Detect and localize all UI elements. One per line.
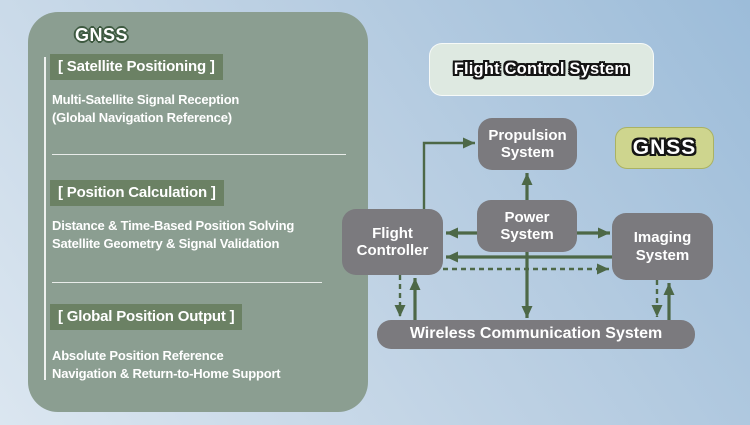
flight-control-system-title: Flight Control System xyxy=(429,43,654,96)
panel-left-rule xyxy=(44,57,46,380)
body-line: Multi-Satellite Signal Reception xyxy=(52,92,240,107)
gnss-info-panel: GNSS [ Satellite Positioning ] Multi-Sat… xyxy=(28,12,368,412)
gnss-badge-label: GNSS xyxy=(632,136,697,159)
node-flight-controller: Flight Controller xyxy=(342,209,443,275)
section-heading-position-calculation: [ Position Calculation ] xyxy=(50,180,224,206)
section-divider xyxy=(52,154,346,155)
node-power-system: Power System xyxy=(477,200,577,252)
panel-title: GNSS xyxy=(75,25,129,45)
body-line: (Global Navigation Reference) xyxy=(52,110,232,125)
flight-control-system-label: Flight Control System xyxy=(453,60,630,78)
arrow-flight-controller-to-propulsion xyxy=(422,137,475,209)
section-heading-global-position-output: [ Global Position Output ] xyxy=(50,304,243,330)
section-body-global-position-output: Absolute Position Reference Navigation &… xyxy=(52,347,281,383)
section-body-satellite-positioning: Multi-Satellite Signal Reception (Global… xyxy=(52,91,239,127)
body-line: Navigation & Return-to-Home Support xyxy=(52,366,281,381)
gnss-badge: GNSS xyxy=(615,127,714,169)
section-heading-satellite-positioning: [ Satellite Positioning ] xyxy=(50,54,223,80)
body-line: Absolute Position Reference xyxy=(52,348,224,363)
node-propulsion-system: Propulsion System xyxy=(478,118,577,170)
body-line: Satellite Geometry & Signal Validation xyxy=(52,236,280,251)
node-imaging-system: Imaging System xyxy=(612,213,713,280)
body-line: Distance & Time-Based Position Solving xyxy=(52,218,295,233)
node-wireless-communication-system: Wireless Communication System xyxy=(377,320,695,349)
section-body-position-calculation: Distance & Time-Based Position Solving S… xyxy=(52,217,294,253)
section-divider xyxy=(52,282,322,283)
